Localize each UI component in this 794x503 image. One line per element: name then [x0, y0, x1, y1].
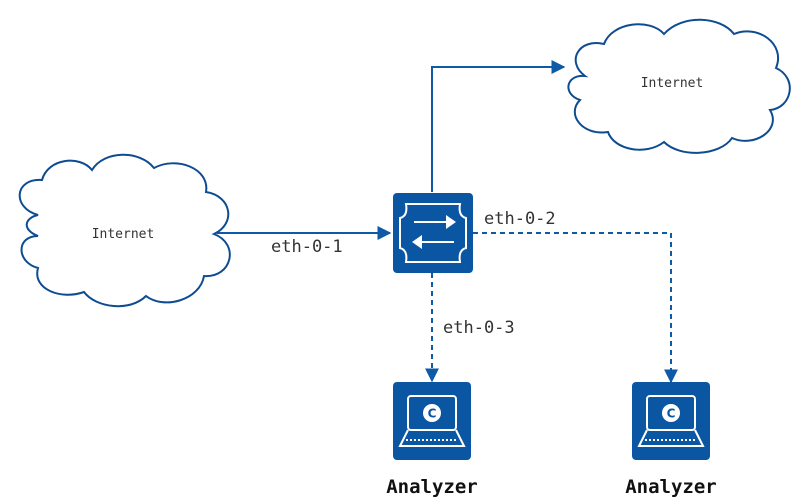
port-label-eth-0-3: eth-0-3 — [443, 318, 515, 338]
cloud-left: Internet — [18, 153, 231, 308]
port-label-eth-0-1: eth-0-1 — [271, 237, 343, 257]
analyzer-glyph: C — [428, 407, 437, 421]
cloud-label: Internet — [92, 227, 155, 242]
analyzer-right[interactable]: C Analyzer — [625, 382, 717, 498]
laptop-icon: C — [398, 395, 466, 447]
cloud-label: Internet — [641, 76, 704, 91]
cloud-icon — [567, 18, 791, 154]
analyzer-label: Analyzer — [386, 476, 478, 498]
analyzer-label: Analyzer — [625, 476, 717, 498]
cloud-icon — [18, 153, 231, 308]
switch-icon — [399, 203, 467, 263]
link-eth-0-2 — [473, 232, 678, 384]
switch-tile — [393, 193, 473, 273]
cloud-top-right: Internet — [567, 18, 791, 154]
analyzer-left[interactable]: C Analyzer — [386, 382, 478, 498]
link-to-top-internet — [431, 60, 566, 192]
switch-node[interactable] — [393, 193, 473, 273]
port-label-eth-0-2: eth-0-2 — [484, 209, 556, 229]
laptop-icon: C — [637, 395, 705, 447]
analyzer-glyph: C — [667, 407, 676, 421]
